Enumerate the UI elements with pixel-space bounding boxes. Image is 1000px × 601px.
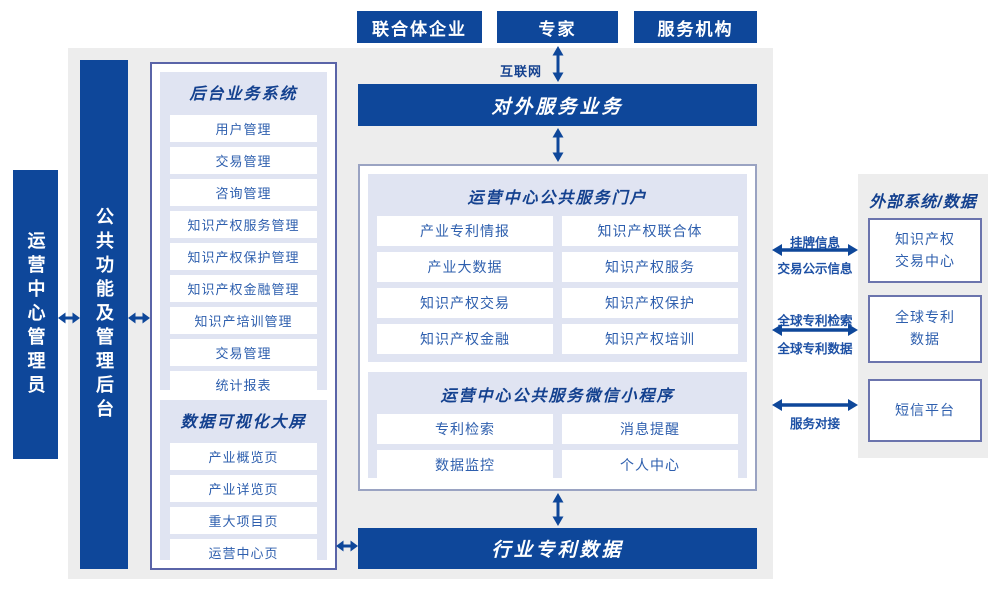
external-service-bar: 对外服务业务 <box>358 84 757 126</box>
external-systems-panel: 外部系统/数据 知识产权 交易中心 全球专利 数据 短信平台 <box>858 174 988 458</box>
portal-item-industry-big-data: 产业大数据 <box>377 252 553 282</box>
industry-patent-data-bar: 行业专利数据 <box>358 528 757 569</box>
servicebar-portal-arrow <box>552 128 564 162</box>
miniprogram-item-personal-center: 个人中心 <box>562 450 738 480</box>
external-box-global-patent-data-line1: 全球专利 <box>895 309 955 326</box>
link-label-service-connection: 服务对接 <box>789 417 840 431</box>
external-box-sms-platform-line1: 短信平台 <box>895 401 955 418</box>
miniprogram-item-patent-search: 专利检索 <box>377 414 553 444</box>
backend-business-system-panel: 后台业务系统 用户管理 交易管理 咨询管理 知识产权服务管理 知识产权保护管理 … <box>160 72 327 398</box>
actor-box-consortium-enterprise: 联合体企业 <box>357 11 482 43</box>
operation-center-admin-bar: 运营中心管理员 <box>13 170 58 459</box>
backend-panel-arrow <box>128 312 150 324</box>
portal-item-ip-trade: 知识产权交易 <box>377 288 553 318</box>
public-service-portal-title: 运营中心公共服务门户 <box>467 190 648 207</box>
backend-item-statistics-report: 统计报表 <box>170 371 317 398</box>
portal-item-industry-patent-info: 产业专利情报 <box>377 216 553 246</box>
wechat-miniprogram-title: 运营中心公共服务微信小程序 <box>440 388 675 405</box>
link-label-listing-info: 挂牌信息 <box>789 236 840 250</box>
miniprogram-item-data-monitor: 数据监控 <box>377 450 553 480</box>
external-box-ip-trade-center-line2: 交易中心 <box>895 252 955 269</box>
public-function-backend-label: 公共功能及管理后台 <box>94 206 114 423</box>
link-label-global-patent-search: 全球专利检索 <box>777 314 853 328</box>
operation-center-admin-label: 运营中心管理员 <box>25 230 46 399</box>
portal-sms-platform-arrow <box>772 399 858 411</box>
actor-box-service-agency: 服务机构 <box>634 11 757 43</box>
portal-trade-center-arrow <box>772 244 858 256</box>
internet-label: 互联网 <box>499 64 542 79</box>
backend-item-ip-training-mgmt: 知识产培训管理 <box>170 307 317 334</box>
backend-business-system-title: 后台业务系统 <box>189 86 298 103</box>
portal-item-ip-service: 知识产权服务 <box>562 252 738 282</box>
portal-global-patent-arrow <box>772 324 858 336</box>
dashboard-item-industry-detail: 产业详览页 <box>170 475 317 502</box>
public-service-portal-panel: 运营中心公共服务门户 产业专利情报 知识产权联合体 产业大数据 知识产权服务 知… <box>368 174 747 362</box>
external-box-sms-platform: 短信平台 <box>868 379 982 442</box>
backend-item-ip-service-mgmt: 知识产权服务管理 <box>170 211 317 238</box>
public-function-backend-bar: 公共功能及管理后台 <box>80 60 128 569</box>
external-box-global-patent-data: 全球专利 数据 <box>868 295 982 363</box>
internet-arrow <box>552 46 564 82</box>
portal-item-ip-protection: 知识产权保护 <box>562 288 738 318</box>
backend-item-trade-mgmt: 交易管理 <box>170 147 317 174</box>
data-visualization-panel: 数据可视化大屏 产业概览页 产业详览页 重大项目页 运营中心页 <box>160 400 327 566</box>
dashboard-patentbar-arrow <box>336 540 358 552</box>
center-services-container: 运营中心公共服务门户 产业专利情报 知识产权联合体 产业大数据 知识产权服务 知… <box>358 164 757 491</box>
external-systems-title: 外部系统/数据 <box>869 194 977 211</box>
wechat-miniprogram-panel: 运营中心公共服务微信小程序 专利检索 消息提醒 数据监控 个人中心 <box>368 372 747 480</box>
actor-box-expert: 专家 <box>497 11 618 43</box>
portal-items-grid: 产业专利情报 知识产权联合体 产业大数据 知识产权服务 知识产权交易 知识产权保… <box>377 216 738 354</box>
left-systems-container: 后台业务系统 用户管理 交易管理 咨询管理 知识产权服务管理 知识产权保护管理 … <box>150 62 337 570</box>
backend-item-consult-mgmt: 咨询管理 <box>170 179 317 206</box>
link-label-global-patent-data: 全球专利数据 <box>777 342 853 356</box>
backend-item-user-mgmt: 用户管理 <box>170 115 317 142</box>
backend-item-ip-protection-mgmt: 知识产权保护管理 <box>170 243 317 270</box>
data-visualization-title: 数据可视化大屏 <box>180 414 307 431</box>
dashboard-item-major-project: 重大项目页 <box>170 507 317 534</box>
admin-backend-arrow <box>58 312 80 324</box>
backend-item-trade-mgmt-2: 交易管理 <box>170 339 317 366</box>
external-box-global-patent-data-line2: 数据 <box>910 331 940 347</box>
portal-patentbar-arrow <box>552 493 564 526</box>
external-box-ip-trade-center: 知识产权 交易中心 <box>868 218 982 283</box>
link-label-trade-publicity-info: 交易公示信息 <box>777 262 853 276</box>
miniprogram-item-message-alert: 消息提醒 <box>562 414 738 444</box>
portal-item-ip-training: 知识产权培训 <box>562 324 738 354</box>
miniprogram-items-grid: 专利检索 消息提醒 数据监控 个人中心 <box>377 414 738 480</box>
external-box-ip-trade-center-line1: 知识产权 <box>895 230 955 247</box>
dashboard-item-operation-center: 运营中心页 <box>170 539 317 566</box>
portal-item-ip-consortium: 知识产权联合体 <box>562 216 738 246</box>
portal-item-ip-finance: 知识产权金融 <box>377 324 553 354</box>
backend-item-ip-finance-mgmt: 知识产权金融管理 <box>170 275 317 302</box>
dashboard-item-industry-overview: 产业概览页 <box>170 443 317 470</box>
